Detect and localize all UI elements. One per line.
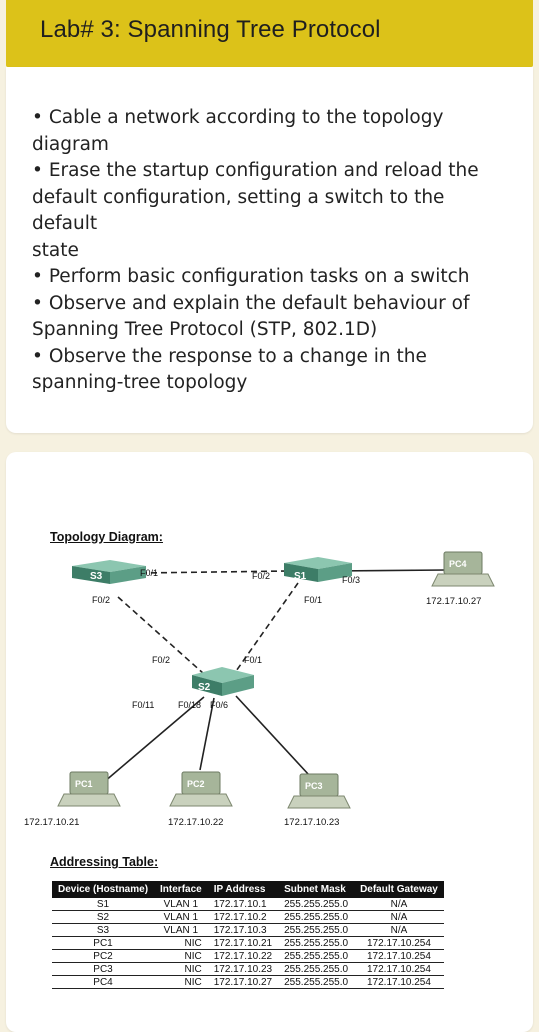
link-s2-pc3 (235, 695, 310, 776)
objective-item: • Cable a network according to the topol… (32, 107, 444, 155)
objective-item: • Perform basic configuration tasks on a… (32, 266, 470, 287)
switch-s1-label: S1 (294, 571, 307, 582)
port-label: F0/1 (304, 595, 322, 605)
pc3-ip: 172.17.10.23 (284, 817, 339, 828)
bullet-marker: • (32, 160, 43, 181)
pc3-label: PC3 (305, 781, 323, 791)
switch-s1: S1 (284, 557, 352, 582)
pc4-label: PC4 (449, 559, 467, 569)
port-label: F0/1 (140, 568, 158, 578)
link-s1-s2 (233, 582, 299, 675)
title-bar: Lab# 3: Spanning Tree Protocol (6, 0, 533, 67)
port-label: F0/3 (342, 575, 360, 585)
pc-pc3: PC3 (287, 773, 351, 809)
objectives-list: • Cable a network according to the topol… (32, 105, 502, 397)
pc1-label: PC1 (75, 779, 93, 789)
link-s3-s1 (140, 570, 289, 574)
page-title: Lab# 3: Spanning Tree Protocol (40, 16, 381, 43)
column-header: Interface (154, 881, 208, 898)
pc-pc2: PC2 (169, 771, 233, 807)
pc-pc1: PC1 (57, 771, 121, 807)
port-label: F0/2 (252, 571, 270, 581)
bullet-marker: • (32, 107, 43, 128)
table-row: PC1 NIC 172.17.10.21 255.255.255.0 172.1… (52, 936, 444, 950)
bullet-marker: • (32, 345, 43, 367)
table-row: S2 VLAN 1 172.17.10.2 255.255.255.0 N/A (52, 910, 444, 924)
port-label: F0/6 (210, 700, 228, 710)
objective-item: • Observe and explain the default behavi… (32, 292, 470, 341)
pc-pc4: PC4 (431, 551, 495, 587)
table-row: S1 VLAN 1 172.17.10.1 255.255.255.0 N/A (52, 898, 444, 911)
switch-s2: S2 (192, 667, 254, 696)
port-label: F0/1 (244, 655, 262, 665)
objective-item: • Observe the response to a change in th… (32, 345, 427, 394)
column-header: Device (Hostname) (52, 881, 155, 898)
table-row: PC3 NIC 172.17.10.23 255.255.255.0 172.1… (52, 962, 444, 976)
objective-item: state (32, 239, 79, 261)
objective-item: • Erase the startup configuration and re… (32, 160, 479, 234)
table-row: S3 VLAN 1 172.17.10.3 255.255.255.0 N/A (52, 923, 444, 937)
lab-image-card: Topology Diagram: S3 S1 S2 (6, 452, 533, 1032)
pc2-ip: 172.17.10.22 (168, 817, 223, 828)
switch-s3-label: S3 (90, 571, 103, 582)
addressing-table: Device (Hostname) Interface IP Address S… (52, 881, 444, 989)
objectives-card: • Cable a network according to the topol… (6, 67, 533, 433)
addressing-title: Addressing Table: (50, 855, 159, 869)
port-label: F0/2 (152, 655, 170, 665)
topology-title: Topology Diagram: (50, 530, 163, 544)
column-header: IP Address (207, 881, 279, 898)
port-label: F0/2 (92, 595, 110, 605)
topology-diagram: S3 S1 S2 PC1 PC2 PC3 (24, 551, 495, 828)
table-row: PC2 NIC 172.17.10.22 255.255.255.0 172.1… (52, 949, 444, 963)
port-label: F0/11 (132, 700, 154, 710)
bullet-marker: • (32, 266, 43, 287)
column-header: Subnet Mask (278, 881, 355, 898)
column-header: Default Gateway (354, 881, 444, 898)
pc4-ip: 172.17.10.27 (426, 596, 481, 607)
switch-s2-label: S2 (198, 682, 211, 693)
pc2-label: PC2 (187, 779, 205, 789)
table-header-row: Device (Hostname) Interface IP Address S… (52, 881, 444, 898)
bullet-marker: • (32, 292, 43, 314)
link-s2-pc1 (103, 696, 205, 783)
port-label: F0/18 (178, 700, 201, 710)
switch-s3: S3 (72, 560, 146, 584)
table-row: PC4 NIC 172.17.10.27 255.255.255.0 172.1… (52, 975, 444, 989)
link-s2-pc2 (199, 697, 215, 771)
pc1-ip: 172.17.10.21 (24, 817, 79, 828)
